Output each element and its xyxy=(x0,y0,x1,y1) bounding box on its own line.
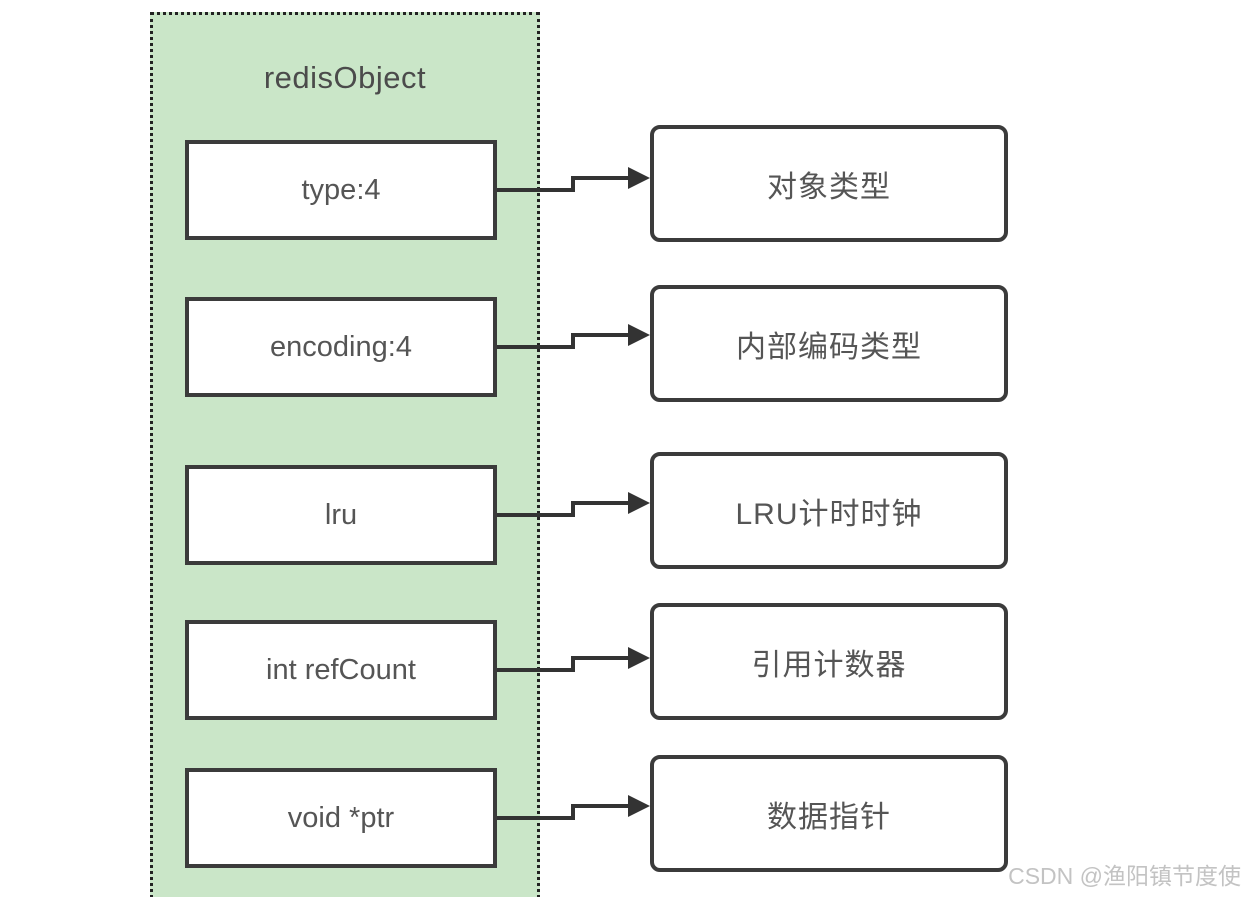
field-box-ptr: void *ptr xyxy=(185,768,497,868)
field-label: lru xyxy=(324,498,358,531)
csdn-watermark: CSDN @渔阳镇节度使 xyxy=(1008,863,1241,889)
field-label: int refCount xyxy=(266,653,416,686)
desc-box-encoding-type: 内部编码类型 xyxy=(650,285,1008,402)
desc-box-lru-clock: LRU计时时钟 xyxy=(650,452,1008,569)
desc-label: 对象类型 xyxy=(767,170,891,204)
desc-box-data-pointer: 数据指针 xyxy=(650,755,1008,872)
arrow-connector xyxy=(497,491,650,527)
desc-label: 数据指针 xyxy=(767,800,891,834)
field-label: void *ptr xyxy=(287,801,395,834)
field-label: encoding:4 xyxy=(270,330,412,363)
arrow-connector xyxy=(497,166,650,202)
field-box-type: type:4 xyxy=(185,140,497,240)
arrow-connector xyxy=(497,646,650,682)
desc-box-ref-counter: 引用计数器 xyxy=(650,603,1008,720)
desc-label: LRU计时时钟 xyxy=(735,497,923,531)
desc-label: 引用计数器 xyxy=(751,648,907,682)
field-box-encoding: encoding:4 xyxy=(185,297,497,397)
arrow-connector xyxy=(497,794,650,830)
field-label: type:4 xyxy=(301,173,381,206)
field-box-lru: lru xyxy=(185,465,497,565)
arrow-connector xyxy=(497,323,650,359)
struct-title: redisObject xyxy=(263,60,427,95)
field-box-refcount: int refCount xyxy=(185,620,497,720)
desc-box-object-type: 对象类型 xyxy=(650,125,1008,242)
desc-label: 内部编码类型 xyxy=(736,330,922,364)
